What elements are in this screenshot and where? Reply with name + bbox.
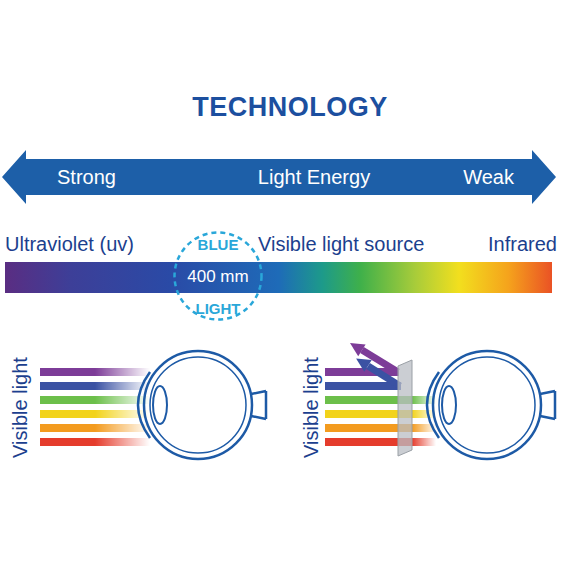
scale-end-text: Strong — [57, 166, 116, 189]
violet-ray — [40, 368, 152, 376]
blue-light-circle: BLUE 400 mm LIGHT — [173, 231, 263, 321]
orange-ray — [40, 424, 152, 432]
double-arrow — [2, 150, 556, 204]
eyeball — [433, 351, 541, 459]
scale-title: Light Energy — [258, 166, 370, 189]
axis-label: Visible light — [9, 357, 32, 458]
retina — [439, 357, 535, 453]
blue-light-filter — [398, 360, 412, 456]
lens — [153, 386, 167, 424]
dashed-circle — [175, 233, 262, 320]
wavelength-value: 400 mm — [187, 267, 248, 287]
yellow-ray — [40, 410, 152, 418]
scale-end-text: Weak — [463, 166, 514, 189]
blue-ray — [40, 382, 152, 390]
eye-drawing — [427, 351, 555, 459]
light-rays — [40, 368, 152, 446]
circle-heading: LIGHT — [196, 300, 241, 317]
green-ray — [325, 396, 437, 404]
arrowhead — [356, 359, 372, 372]
spectrum-label: Infrared — [488, 233, 557, 256]
spectrum-label: Visible light source — [258, 233, 424, 256]
circle-heading: BLUE — [198, 236, 239, 253]
eyeball — [144, 351, 252, 459]
title: TECHNOLOGY — [192, 92, 388, 123]
eye-drawing — [138, 351, 266, 459]
reflected-violet-ray — [362, 350, 398, 372]
orange-ray — [325, 424, 437, 432]
retina — [150, 357, 246, 453]
spectrum-bar — [5, 262, 552, 293]
spectrum-label: Ultraviolet (uv) — [5, 233, 134, 256]
yellow-ray — [325, 410, 437, 418]
green-ray — [40, 396, 152, 404]
arrowhead — [350, 343, 366, 356]
axis-label: Visible light — [300, 357, 323, 458]
lens — [442, 386, 456, 424]
energy-arrow: Strong Light Energy Weak — [2, 150, 556, 204]
red-ray — [40, 438, 152, 446]
light-rays — [325, 396, 437, 446]
red-ray — [325, 438, 437, 446]
